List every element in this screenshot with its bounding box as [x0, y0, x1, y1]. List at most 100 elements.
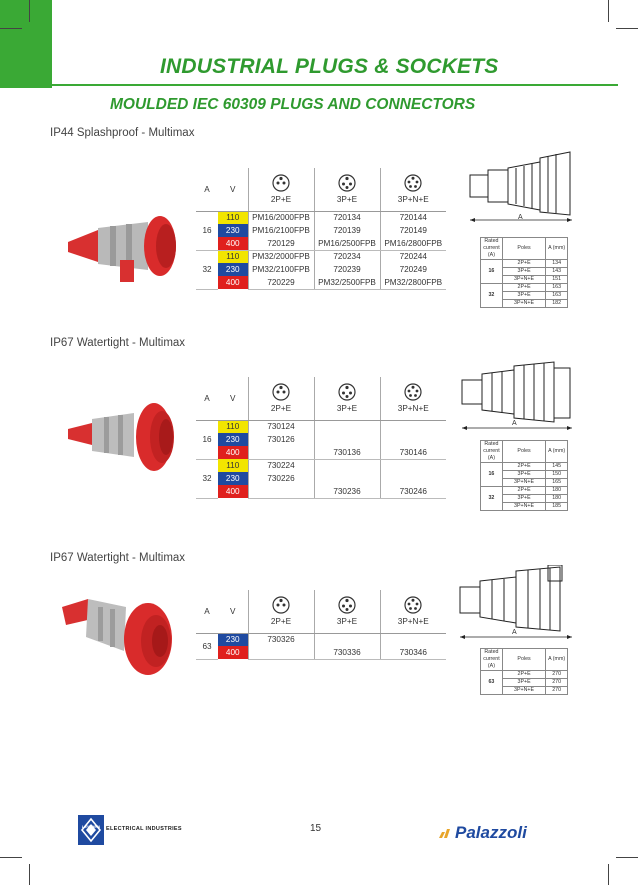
lewden-logo-text: LEWDEN [81, 824, 101, 829]
product-code: 720244 [379, 250, 446, 263]
dim-header: Poles [501, 440, 547, 463]
crop-mark [29, 0, 30, 22]
product-code: 720239 [313, 263, 380, 276]
dim-value: 180 [545, 494, 568, 503]
page-number: 15 [310, 823, 322, 834]
col-label: 3P+E [336, 404, 358, 414]
product-code [247, 646, 314, 660]
col-header-a: A [196, 590, 218, 634]
product-code [379, 420, 446, 433]
dim-value: 270 [545, 686, 568, 695]
product-code: 730224 [247, 459, 314, 472]
voltage-110: 110 [218, 459, 248, 472]
dim-header: A (mm) [545, 648, 568, 671]
product-code [379, 459, 446, 472]
col-header-3pe: 3P+E [313, 590, 380, 634]
col-header-2pe: 2P+E [247, 168, 314, 212]
product-code [379, 633, 446, 646]
plug-image [62, 599, 172, 675]
product-code: PM32/2800FPB [379, 276, 446, 290]
dim-value: 182 [545, 299, 568, 308]
rated-current: 63 [196, 633, 218, 660]
socket-3pne-icon [404, 174, 422, 192]
dim-poles: 2P+E [501, 670, 547, 679]
socket-3pne-icon [404, 596, 422, 614]
col-label: 3P+N+E [397, 617, 429, 627]
product-table: A V 2P+E 3P+E 3P+N+E 63 230 730326 400 7… [196, 590, 446, 660]
dim-current: 32 [480, 283, 503, 308]
col-header-v: V [218, 590, 248, 634]
product-code: 730126 [247, 433, 314, 446]
product-code: PM16/2000FPB [247, 211, 314, 224]
crop-mark [616, 28, 638, 29]
palazzoli-logo: Palazzoli [455, 823, 527, 842]
product-code: 730136 [313, 446, 380, 460]
col-header-v: V [218, 168, 248, 212]
socket-2pe-icon [272, 596, 290, 614]
col-header-3pe: 3P+E [313, 377, 380, 421]
crop-mark [608, 864, 609, 885]
dim-poles: 3P+E [501, 494, 547, 503]
dim-value: 270 [545, 678, 568, 687]
product-code: 730226 [247, 472, 314, 485]
dim-value: 165 [545, 478, 568, 487]
col-label: 3P+E [336, 195, 358, 205]
dim-poles: 2P+E [501, 259, 547, 268]
product-code [247, 485, 314, 499]
product-code: 730336 [313, 646, 380, 660]
crop-mark [608, 0, 609, 22]
product-code: PM32/2100FPB [247, 263, 314, 276]
dim-current: 16 [480, 462, 503, 487]
voltage-400: 400 [218, 276, 248, 289]
col-label: 2P+E [270, 195, 292, 205]
col-label: 3P+E [336, 617, 358, 627]
dim-poles: 2P+E [501, 462, 547, 471]
col-header-3pne: 3P+N+E [379, 590, 446, 634]
product-code: 730346 [379, 646, 446, 660]
dim-header: A (mm) [545, 440, 568, 463]
dim-value: 163 [545, 283, 568, 292]
dimension-label: A [512, 629, 517, 636]
product-code: 720129 [247, 237, 314, 251]
palazzoli-logo-mark [439, 829, 450, 838]
lewden-text: ELECTRICAL INDUSTRIES [106, 826, 182, 832]
dim-header: Rated current (A) [480, 440, 503, 463]
socket-3pe-icon [338, 596, 356, 614]
product-code: PM16/2800FPB [379, 237, 446, 251]
voltage-400: 400 [218, 237, 248, 250]
header-green-block [0, 0, 52, 88]
voltage-400: 400 [218, 485, 248, 498]
page-subtitle: MOULDED IEC 60309 PLUGS AND CONNECTORS [110, 96, 476, 113]
col-label: 2P+E [270, 617, 292, 627]
col-label: 3P+N+E [397, 195, 429, 205]
socket-3pe-icon [338, 174, 356, 192]
dim-poles: 3P+E [501, 470, 547, 479]
dim-poles: 3P+E [501, 267, 547, 276]
product-code [379, 433, 446, 446]
dimension-drawing [461, 361, 572, 430]
col-label: 2P+E [270, 404, 292, 414]
dim-header: A (mm) [545, 237, 568, 260]
product-code: 730236 [313, 485, 380, 499]
dim-poles: 3P+E [501, 291, 547, 300]
dim-poles: 3P+N+E [501, 299, 547, 308]
col-header-2pe: 2P+E [247, 590, 314, 634]
section-title: IP44 Splashproof - Multimax [50, 127, 195, 139]
voltage-230: 230 [218, 433, 248, 446]
plug-image [68, 216, 176, 282]
product-code: PM16/2500FPB [313, 237, 380, 251]
col-label: 3P+N+E [397, 404, 429, 414]
voltage-110: 110 [218, 250, 248, 263]
dim-value: 151 [545, 275, 568, 284]
product-code: 720139 [313, 224, 380, 237]
dim-poles: 2P+E [501, 486, 547, 495]
dimension-drawing [459, 565, 572, 639]
product-code [313, 633, 380, 646]
rated-current: 32 [196, 459, 218, 499]
dim-poles: 2P+E [501, 283, 547, 292]
dim-value: 270 [545, 670, 568, 679]
product-code: 720249 [379, 263, 446, 276]
dimension-label: A [512, 420, 517, 427]
product-code [313, 472, 380, 485]
